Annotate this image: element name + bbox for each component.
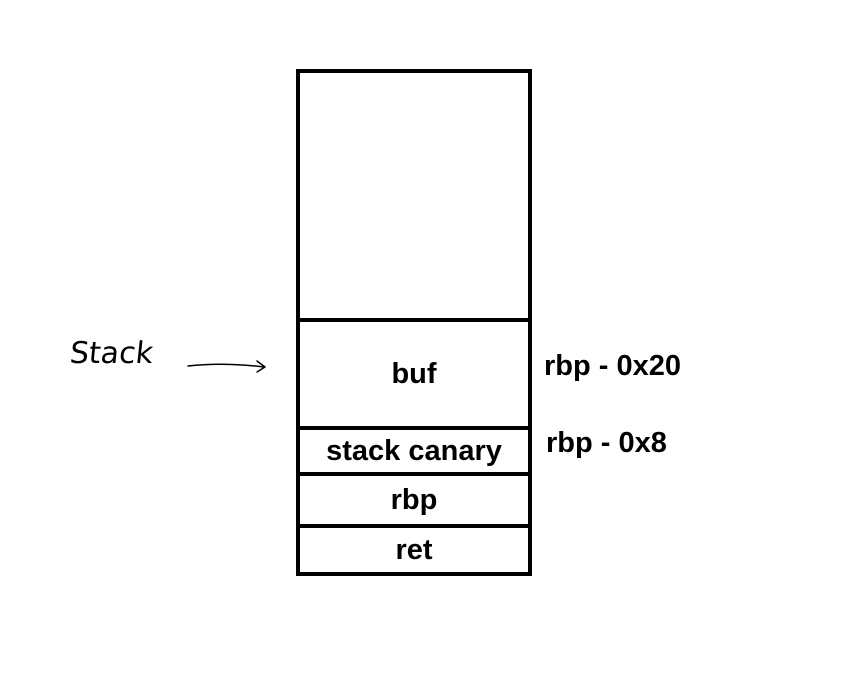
stack-arrow-icon — [187, 360, 266, 373]
slot-label-canary: stack canary — [326, 434, 502, 467]
slot-label-buf: buf — [391, 357, 437, 390]
offset-label-buf: rbp - 0x20 — [544, 350, 681, 382]
stack-slot-empty — [300, 73, 528, 318]
stack-slot-buf: buf — [300, 318, 528, 426]
stack-frame: buf stack canary rbp ret — [296, 69, 532, 576]
stack-slot-canary: stack canary — [300, 426, 528, 472]
stack-slot-ret: ret — [300, 524, 528, 572]
offset-label-canary: rbp - 0x8 — [546, 427, 667, 459]
stack-slot-rbp: rbp — [300, 472, 528, 524]
slot-label-ret: ret — [395, 533, 433, 566]
slot-label-rbp: rbp — [390, 483, 438, 516]
